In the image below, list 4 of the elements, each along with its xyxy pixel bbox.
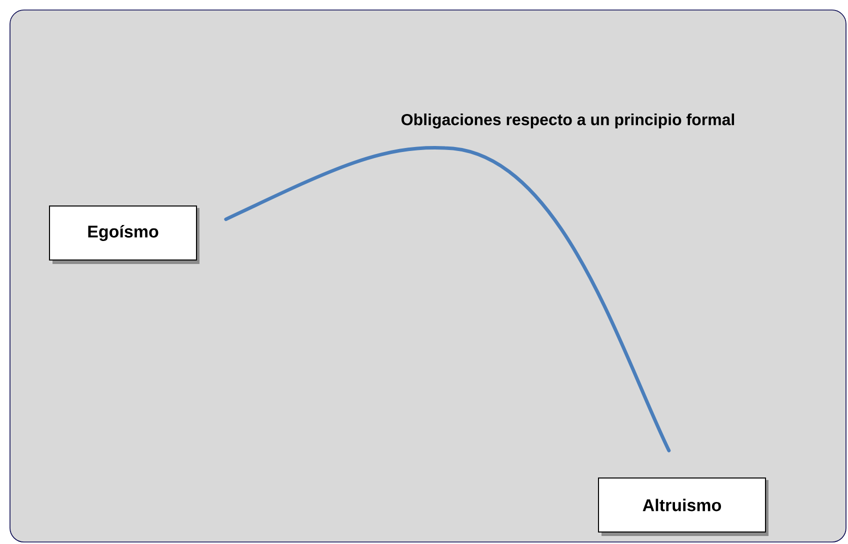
curve-line [224, 146, 671, 452]
edge-label: Obligaciones respecto a un principio formal [402, 114, 734, 128]
term-box: Egoísmo [49, 206, 197, 260]
term-box: Altruismo [598, 478, 766, 532]
